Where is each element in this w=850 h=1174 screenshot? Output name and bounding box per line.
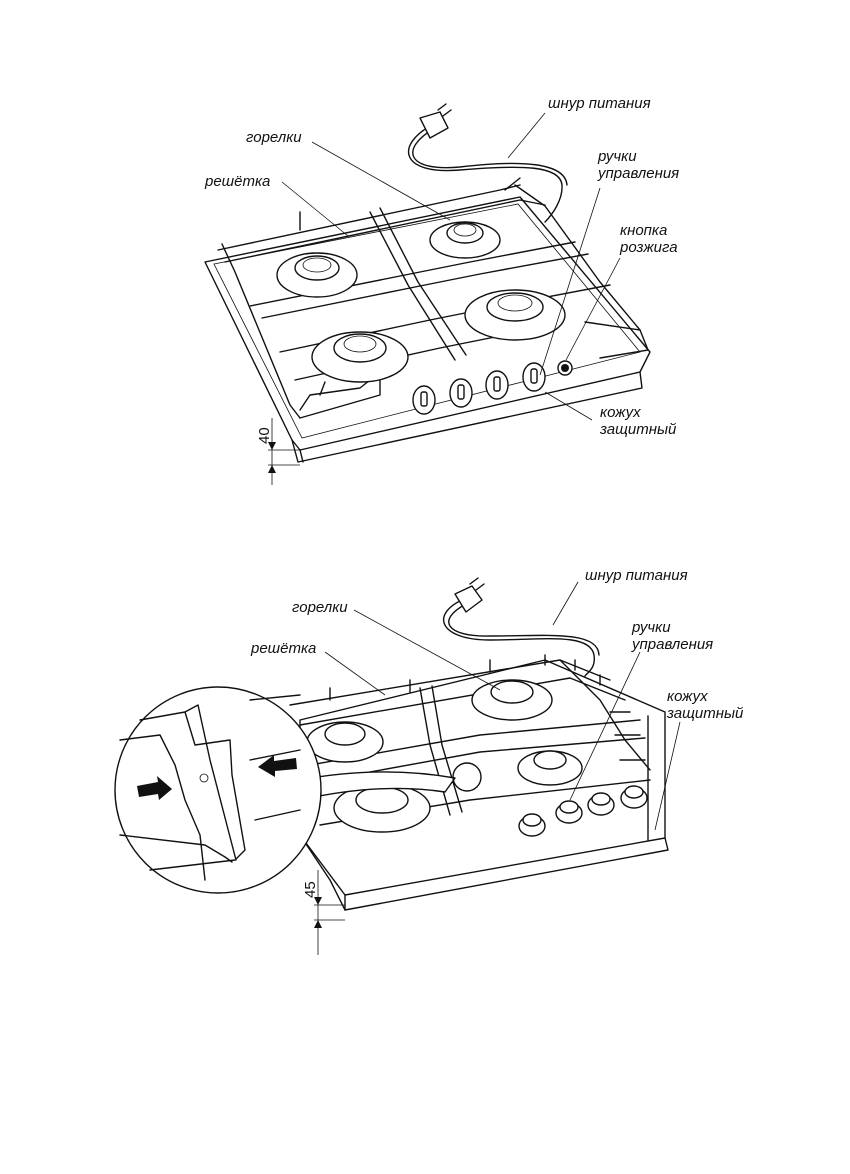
label-control-knobs-top-line1: ручки: [598, 148, 637, 165]
label-control-knobs-bottom-line2: управления: [632, 636, 714, 653]
cooktop-top-burners: [276, 221, 566, 383]
label-protective-casing-bottom-line2: защитный: [667, 705, 744, 722]
label-control-knobs-bottom-line1: ручки: [632, 619, 671, 636]
dimension-45: 45: [302, 881, 319, 898]
label-protective-casing-top-line2: защитный: [600, 421, 677, 438]
cooktop-bottom-zoom-callout: [114, 686, 482, 894]
label-burners-bottom: горелки: [292, 599, 348, 616]
label-power-cord-bottom: шнур питания: [585, 567, 688, 584]
cooktop-top-ignition-button: [557, 360, 573, 376]
cooktop-bottom-knobs: [518, 785, 648, 837]
cooktop-bottom-leader-lines: [324, 581, 681, 831]
label-power-cord-top: шнур питания: [548, 95, 651, 112]
cooktop-top-leader-lines: [281, 112, 621, 421]
label-control-knobs-top-line2: управления: [598, 165, 680, 182]
label-ignition-button-top-line2: розжига: [620, 239, 678, 256]
label-grate-bottom: решётка: [251, 640, 317, 657]
label-grate-top: решётка: [205, 173, 271, 190]
label-burners-top: горелки: [246, 129, 302, 146]
cooktop-bottom-power-cord: [442, 577, 600, 677]
label-protective-casing-top-line1: кожух: [600, 404, 641, 421]
cooktop-top-knobs: [412, 362, 546, 415]
cooktop-bottom-dimension: [314, 870, 345, 955]
label-ignition-button-top-line1: кнопка: [620, 222, 668, 239]
cooktop-top-dimension: [268, 418, 300, 485]
label-protective-casing-bottom-line1: кожух: [667, 688, 708, 705]
cooktop-top-power-cord: [407, 103, 568, 223]
cooktop-bottom-burners: [306, 679, 583, 833]
